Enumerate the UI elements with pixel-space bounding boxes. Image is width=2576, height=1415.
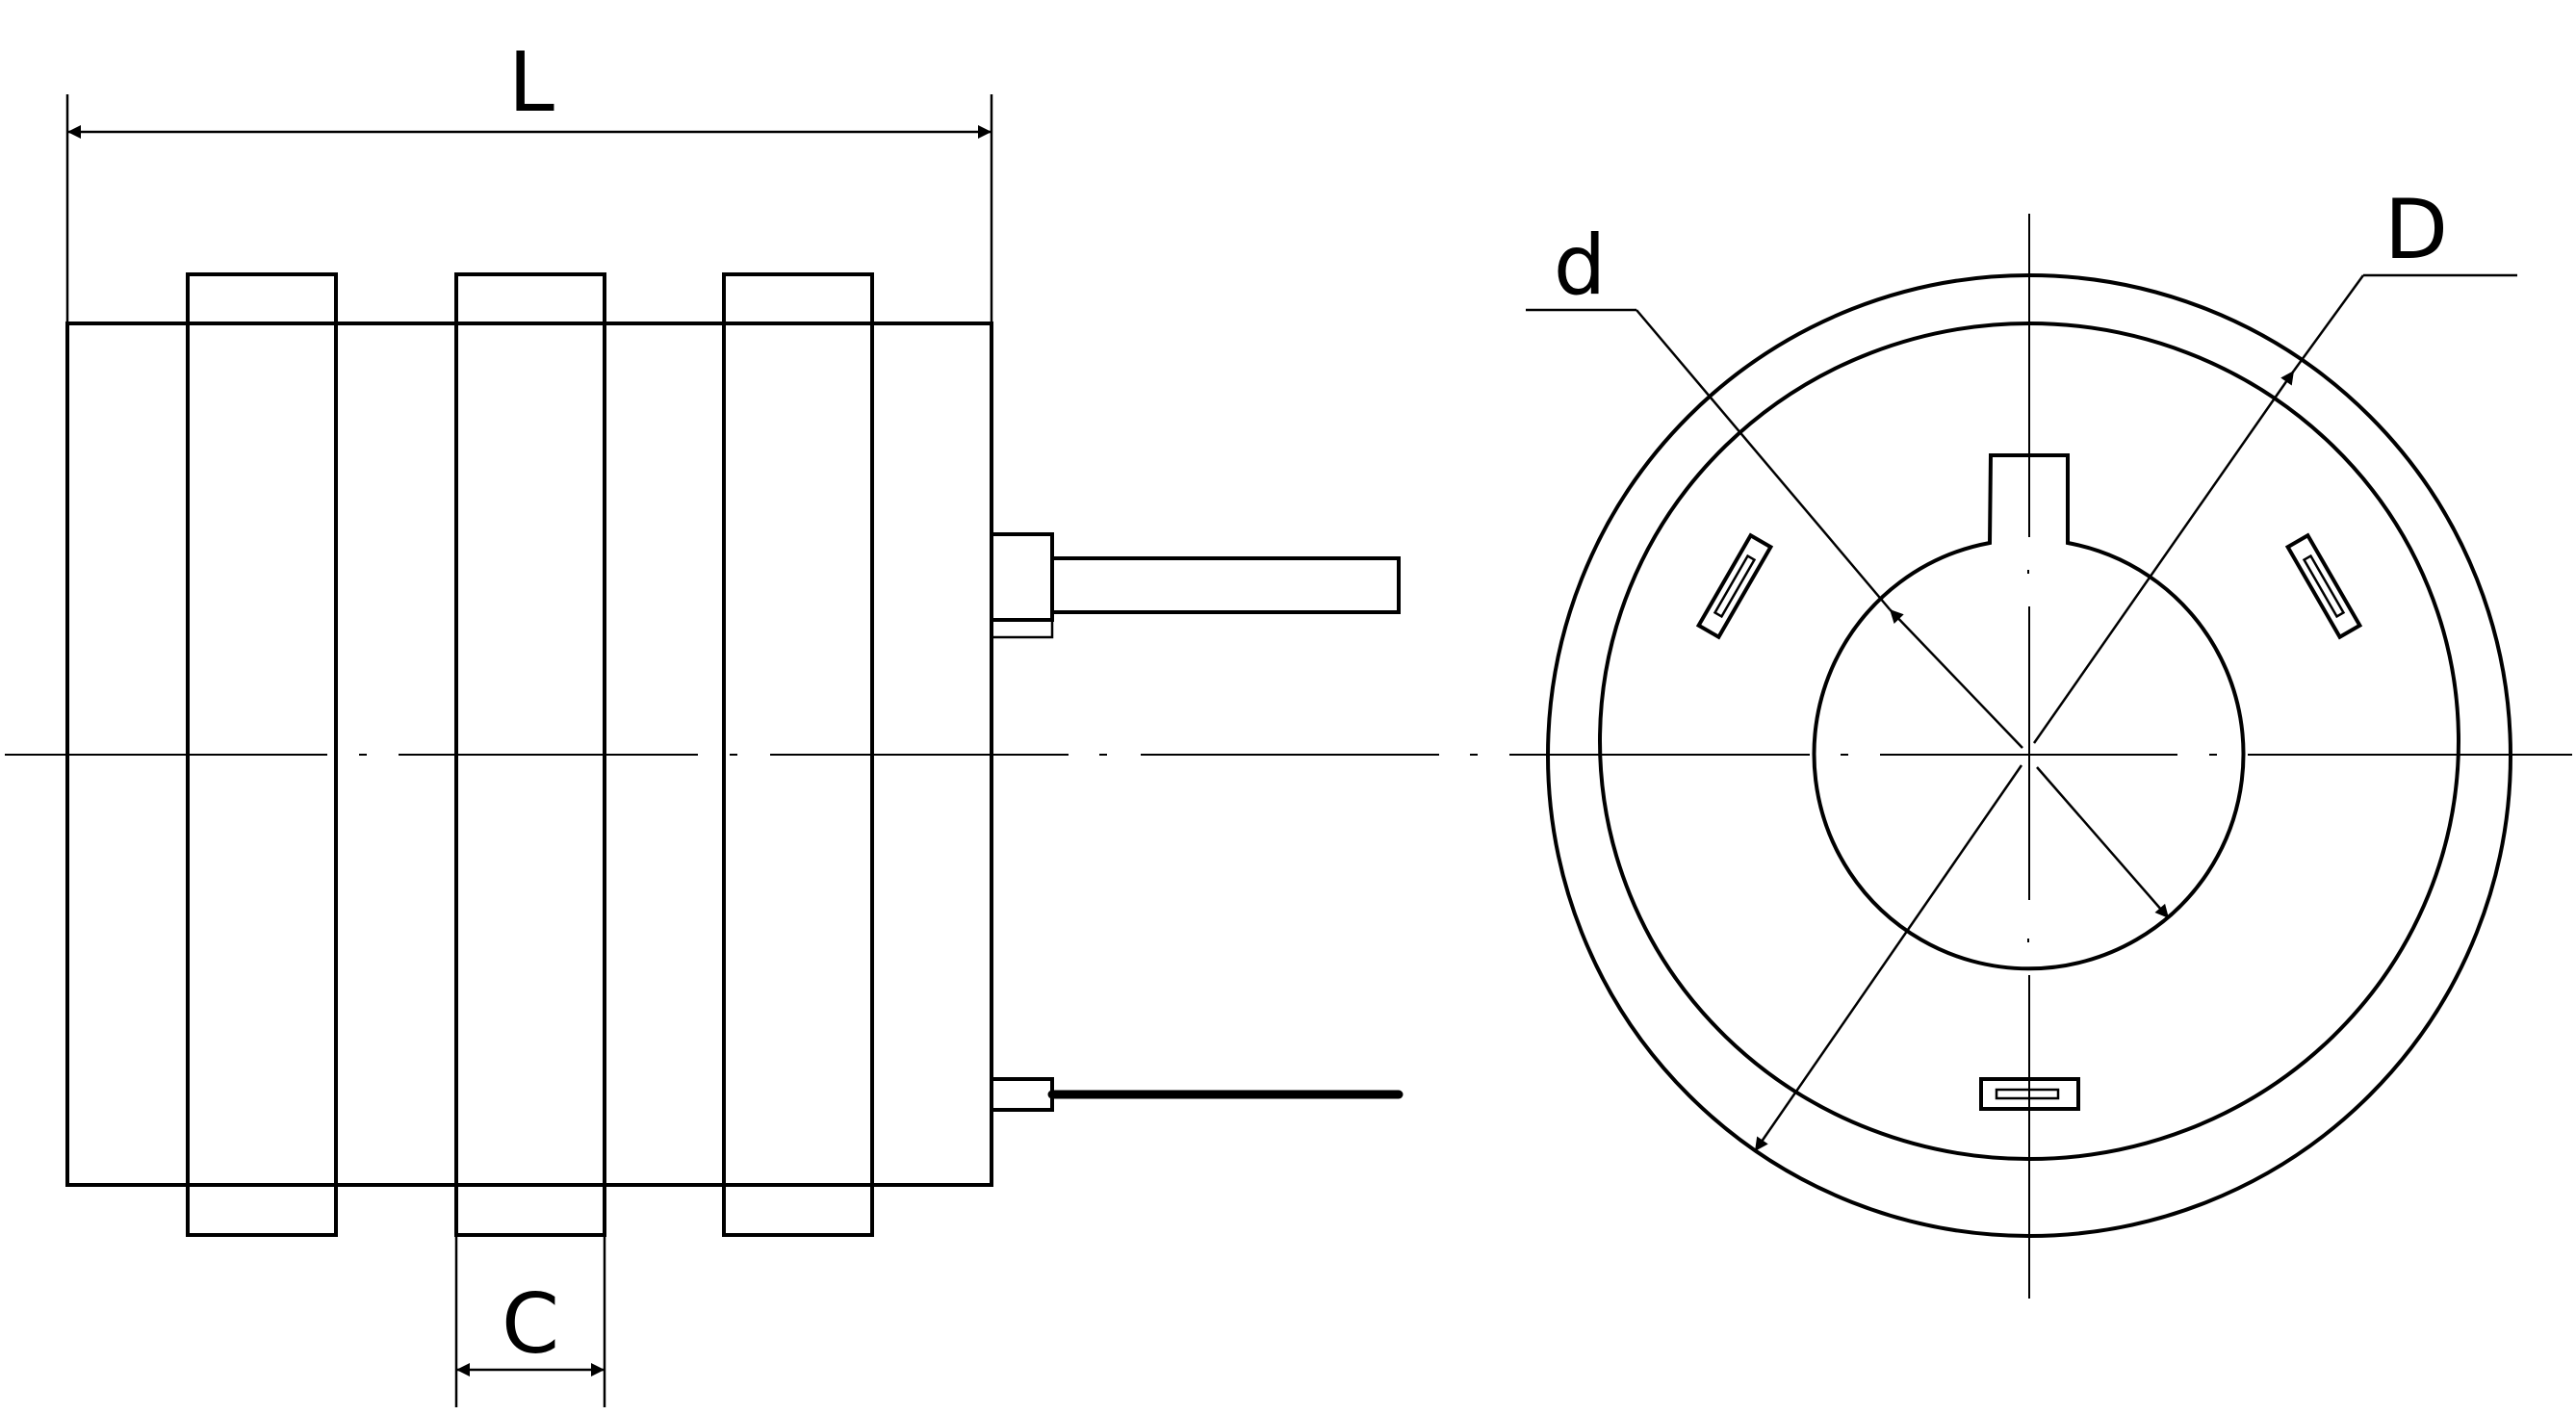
dimension-l: L <box>65 35 993 323</box>
side-view: L C <box>65 35 1404 1407</box>
inner-diameter-label: d <box>1554 218 1607 314</box>
slot-upper-right <box>2284 532 2363 640</box>
length-label: L <box>508 35 554 131</box>
lower-terminal <box>990 1077 1404 1112</box>
slot-upper-left <box>1695 532 1774 640</box>
dimension-D: D <box>1753 182 2517 1152</box>
vertical-center-line <box>2027 214 2030 1299</box>
upper-terminal <box>990 532 1401 639</box>
outer-diameter-label: D <box>2384 182 2448 278</box>
front-view: d D <box>1526 182 2517 1299</box>
dimension-d: d <box>1526 218 2170 919</box>
bore-with-keyway <box>1812 453 2246 971</box>
dimension-c: C <box>454 1235 606 1407</box>
slot-bottom <box>1979 1077 2080 1111</box>
ring-width-label: C <box>502 1276 559 1373</box>
